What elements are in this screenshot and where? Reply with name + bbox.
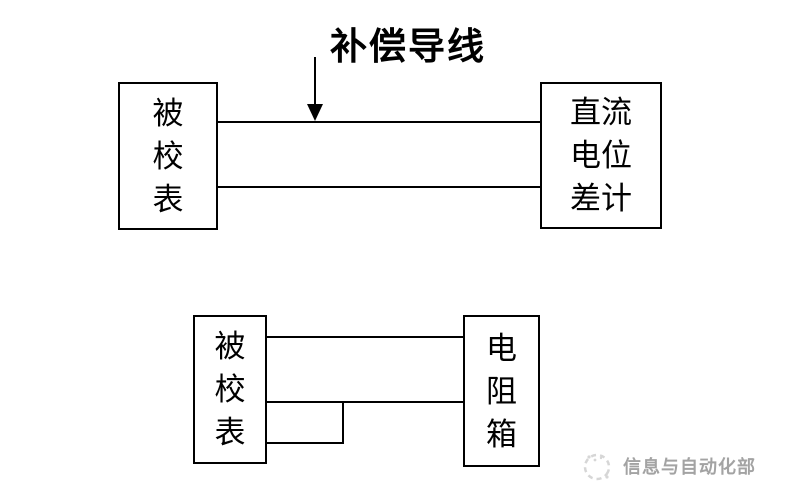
bottom-diagram-stub-horizontal-wire — [265, 442, 344, 444]
top-diagram-upper-wire — [216, 121, 542, 123]
bottom-diagram-stub-vertical-wire — [342, 401, 344, 444]
compensation-wire-label: 补偿导线 — [330, 26, 486, 67]
watermark-logo-icon — [583, 453, 611, 481]
meter-under-test-label-top: 被校表 — [152, 95, 184, 217]
resistance-box-label: 电阻箱 — [486, 330, 517, 452]
top-diagram-lower-wire — [216, 186, 542, 188]
meter-under-test-box-top: 被校表 — [118, 82, 218, 230]
meter-under-test-box-bottom: 被校表 — [193, 315, 267, 464]
watermark-text: 信息与自动化部 — [623, 457, 756, 477]
meter-under-test-label-bottom: 被校表 — [214, 329, 246, 450]
watermark: 信息与自动化部 — [580, 450, 756, 482]
down-arrow-head-icon — [307, 104, 323, 121]
bottom-diagram-middle-wire — [265, 401, 465, 403]
dc-potentiometer-box: 直流电位差计 — [540, 82, 662, 229]
down-arrow-icon — [314, 57, 316, 107]
resistance-box: 电阻箱 — [463, 315, 540, 467]
bottom-diagram-upper-wire — [265, 336, 465, 338]
dc-potentiometer-label: 直流电位差计 — [570, 95, 632, 216]
